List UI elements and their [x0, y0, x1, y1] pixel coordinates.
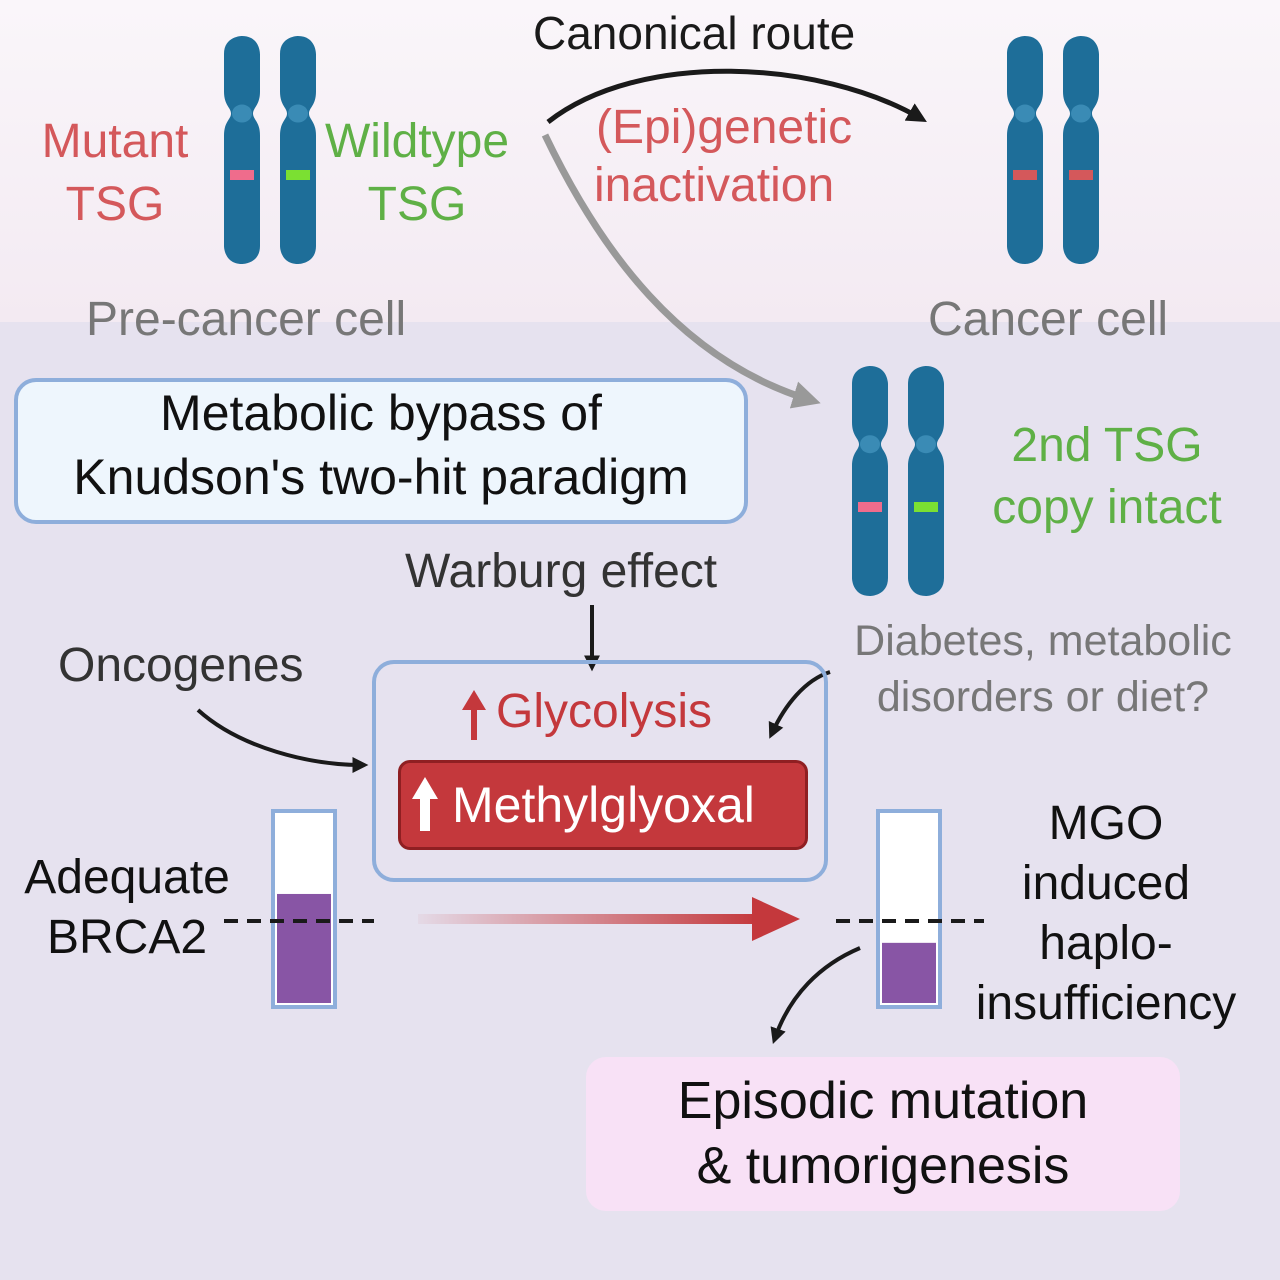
centromere — [1015, 104, 1035, 123]
methylglyoxal-box — [398, 760, 808, 850]
mutant-tsg-label-line1: Mutant — [41, 115, 189, 168]
glycolysis-up-arrow — [462, 690, 486, 740]
glycolysis-box — [372, 660, 828, 882]
chromosome-mutant — [1007, 36, 1043, 264]
methylglyoxal-up-arrow — [412, 777, 438, 831]
adequate-brca2-bar-level — [277, 893, 331, 1003]
second-tsg-label-line1: 2nd TSG — [1011, 419, 1203, 472]
centromere — [1071, 104, 1091, 123]
centromere — [860, 435, 880, 454]
mutant-tsg-label-line2: TSG — [65, 178, 165, 231]
cancer-cell-label: Cancer cell — [928, 293, 1169, 346]
epigenetic-label-line2: inactivation — [594, 159, 835, 212]
mgo-label-line2: induced — [1021, 857, 1191, 910]
oncogenes-label: Oncogenes — [58, 639, 304, 692]
episodic-arrow — [770, 946, 861, 1045]
bypass-box — [14, 378, 748, 524]
chromosome-inactivated — [1063, 36, 1099, 264]
mutant-gene-band — [230, 170, 254, 180]
chromosome-intact — [908, 366, 944, 596]
episodic-label-line1: Episodic mutation — [677, 1072, 1089, 1130]
warburg-effect-label: Warburg effect — [405, 545, 718, 598]
wildtype-tsg-label-line1: Wildtype — [324, 115, 510, 168]
bypass-route-arrow — [541, 133, 821, 409]
centromere — [232, 104, 252, 123]
precancer-chromosome-pair — [224, 36, 316, 264]
epigenetic-label-line1: (Epi)genetic — [596, 101, 853, 154]
mutant-gene-band — [1069, 170, 1093, 180]
centromere — [288, 104, 308, 123]
brca2-label-line2: BRCA2 — [46, 911, 208, 964]
wildtype-tsg-label-line2: TSG — [367, 178, 467, 231]
mutant-gene-band — [858, 502, 882, 512]
mgo-label-line3: haplo- — [1039, 917, 1173, 970]
diabetes-label-line2: disorders or diet? — [876, 673, 1210, 721]
bypass-title-line2: Knudson's two-hit paradigm — [73, 449, 689, 505]
mgo-effect-arrow-shaft — [418, 914, 758, 924]
centromere — [916, 435, 936, 454]
oncogenes-arrow — [196, 708, 369, 773]
precancer-cell-label: Pre-cancer cell — [86, 293, 407, 346]
mgo-label-line4: insufficiency — [975, 977, 1237, 1030]
episodic-box — [586, 1057, 1180, 1211]
wildtype-gene-band — [914, 502, 938, 512]
brca2-label-line1: Adequate — [24, 851, 230, 904]
mgo-effect-arrow-head — [752, 897, 800, 941]
cancer-chromosome-pair — [1007, 36, 1099, 264]
episodic-label-line2: & tumorigenesis — [696, 1137, 1070, 1195]
diabetes-label-line1: Diabetes, metabolic — [854, 617, 1232, 665]
chromosome-mutant — [224, 36, 260, 264]
mgo-label-line1: MGO — [1048, 797, 1164, 850]
bypass-title-line1: Metabolic bypass of — [160, 385, 602, 441]
reduced-brca2-bar-level — [882, 942, 936, 1003]
methylglyoxal-label: Methylglyoxal — [452, 777, 755, 833]
bypass-chromosome-pair — [852, 366, 944, 596]
canonical-route-title: Canonical route — [533, 7, 856, 59]
canonical-route-arrow — [546, 68, 927, 124]
chromosome-wildtype — [280, 36, 316, 264]
wildtype-gene-band — [286, 170, 310, 180]
second-tsg-label-line2: copy intact — [992, 481, 1222, 534]
glycolysis-label: Glycolysis — [496, 685, 713, 738]
chromosome-mutant — [852, 366, 888, 596]
mutant-gene-band — [1013, 170, 1037, 180]
